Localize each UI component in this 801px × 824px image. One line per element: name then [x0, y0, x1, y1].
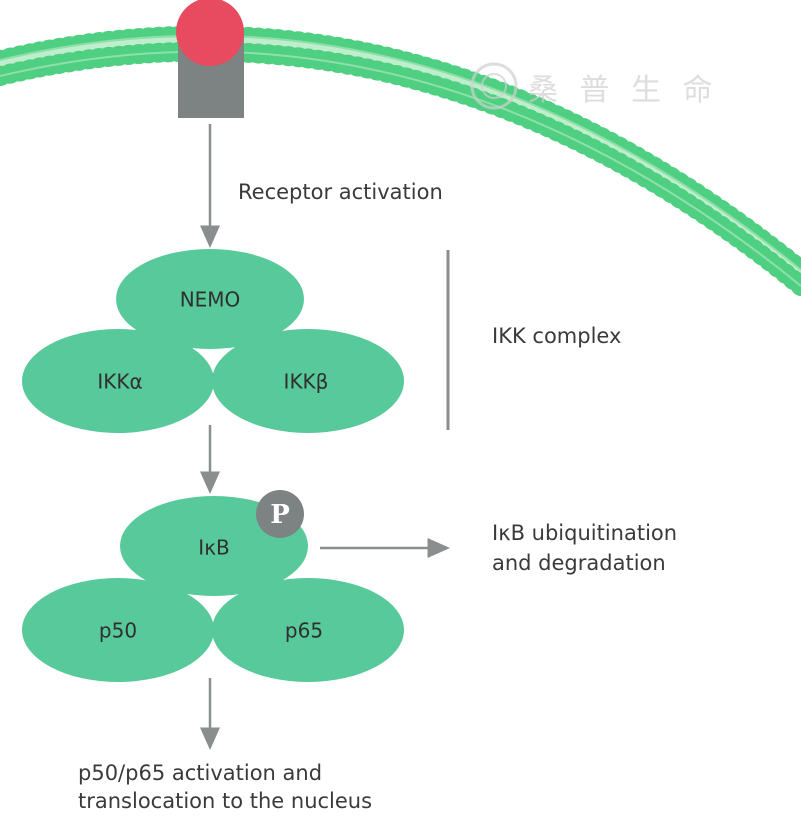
p50-label: p50	[99, 619, 137, 643]
ikk-alpha-blob	[22, 329, 214, 433]
ikb-fate-line1: IκB ubiquitination	[492, 521, 677, 545]
ikb-fate-line2: and degradation	[492, 551, 666, 575]
p65-blob	[212, 578, 404, 682]
p65-label: p65	[285, 619, 323, 643]
receptor-activation-label: Receptor activation	[238, 180, 443, 204]
cell-membrane	[0, 25, 801, 296]
ligand	[176, 0, 244, 66]
p50-blob	[22, 578, 214, 682]
phospho-badge	[256, 490, 304, 538]
ikk-complex: NEMO IKKα IKKβ	[22, 249, 404, 433]
watermark-text: 桑 普 生 命	[528, 73, 719, 108]
watermark-logo: 桑 普 生 命	[470, 62, 719, 110]
outcome-line1: p50/p65 activation and	[78, 761, 322, 785]
nemo-label: NEMO	[180, 288, 241, 312]
ikk-beta-blob	[212, 329, 404, 433]
ikk-complex-label: IKK complex	[492, 324, 621, 348]
phospho-label: P	[270, 500, 290, 530]
ikk-beta-label: IKKβ	[284, 370, 329, 394]
ikb-label: IκB	[198, 536, 229, 560]
nemo-blob	[116, 249, 304, 349]
nfkb-complex: IκB p50 p65 P	[22, 490, 404, 682]
ikk-alpha-label: IKKα	[97, 370, 142, 394]
outcome-line2: translocation to the nucleus	[78, 789, 372, 813]
receptor	[176, 0, 244, 118]
